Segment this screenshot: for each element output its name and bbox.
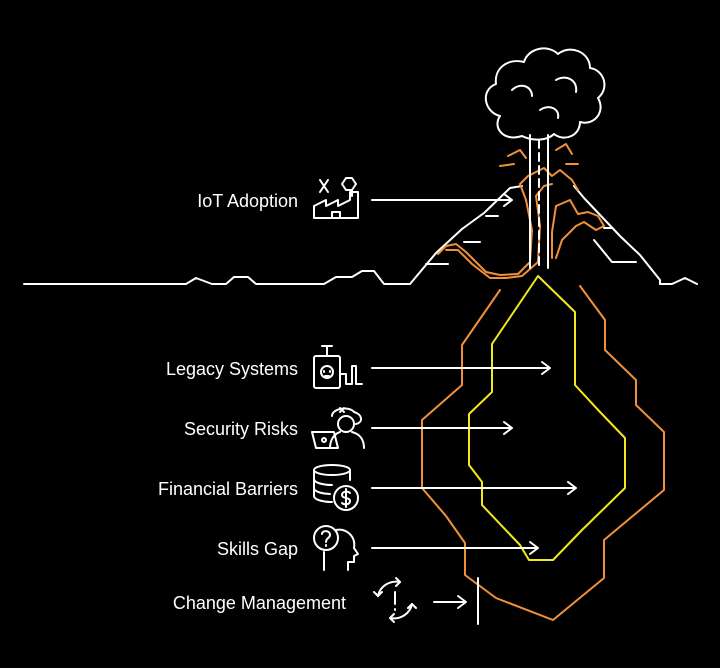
item-security-risks: Security Risks (184, 407, 513, 449)
volcano-ridge-right (593, 227, 637, 263)
arrow-change-management (433, 595, 467, 609)
arrow-legacy-systems (371, 361, 551, 375)
volcano-ridge-left (425, 215, 499, 265)
arrow-security-risks (371, 421, 513, 435)
label-change-management: Change Management (173, 593, 346, 613)
hacker-laptop-icon (311, 407, 365, 449)
item-legacy-systems: Legacy Systems (166, 345, 551, 389)
volcano-mountain (409, 185, 523, 285)
ground-line (23, 270, 698, 285)
factory-robot-arm-icon (313, 177, 359, 219)
volcano-mountain-right (573, 185, 661, 285)
label-security-risks: Security Risks (184, 419, 298, 439)
label-iot-adoption: IoT Adoption (197, 191, 298, 211)
old-device-plug-icon (313, 345, 363, 389)
label-financial-barriers: Financial Barriers (158, 479, 298, 499)
lava-splash-right (555, 143, 579, 165)
item-financial-barriers: Financial Barriers (158, 464, 577, 511)
lava-flow-right (551, 199, 605, 259)
label-legacy-systems: Legacy Systems (166, 359, 298, 379)
magma-chamber-outer (421, 285, 665, 621)
eruption-cloud (485, 47, 606, 141)
eruption-cloud-detail (511, 76, 578, 119)
arrow-financial-barriers (371, 481, 577, 495)
arrow-skills-gap (371, 541, 539, 555)
head-question-icon (313, 525, 359, 571)
volcano-conduit (529, 134, 549, 269)
magma-chamber-inner (468, 275, 626, 561)
lava-flow-left (437, 167, 579, 276)
lava-splash-left (499, 149, 527, 167)
label-skills-gap: Skills Gap (217, 539, 298, 559)
item-change-management: Change Management (173, 577, 479, 625)
item-iot-adoption: IoT Adoption (197, 177, 513, 219)
arrow-iot-adoption (371, 193, 513, 207)
cycle-alert-icon (373, 577, 417, 623)
coins-dollar-icon (313, 464, 359, 511)
item-skills-gap: Skills Gap (217, 525, 539, 571)
